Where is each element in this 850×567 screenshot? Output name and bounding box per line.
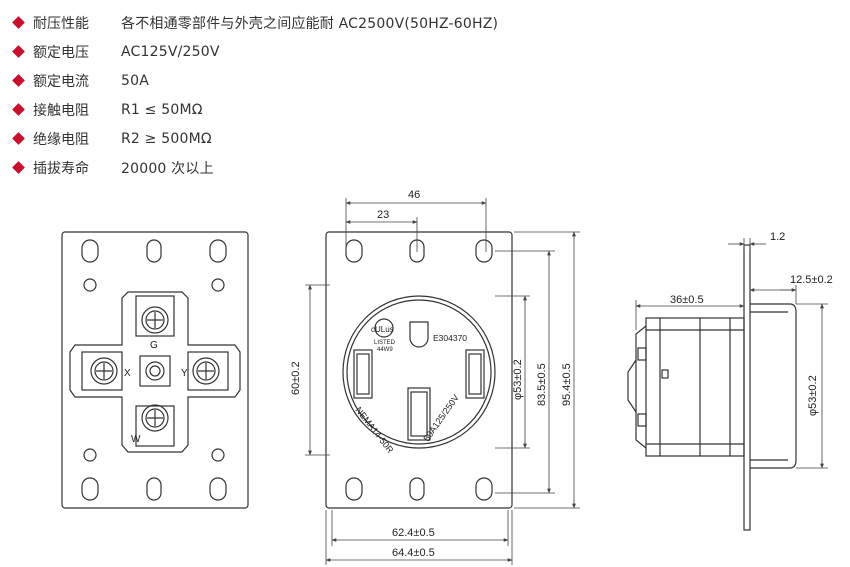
hot-slot-y-inner bbox=[468, 353, 482, 395]
dim-83-5: 83.5±0.5 bbox=[536, 363, 548, 406]
dim-side-phi53: φ53±0.2 bbox=[807, 375, 819, 416]
mounting-slot bbox=[345, 239, 363, 263]
screw-hole bbox=[211, 278, 225, 292]
screw-icon bbox=[90, 357, 118, 385]
spec-item-rated-voltage: 额定电压 AC125V/250V bbox=[10, 37, 498, 66]
terminal-block bbox=[135, 295, 175, 337]
spec-value: R1 ≤ 50MΩ bbox=[121, 101, 203, 118]
mounting-slot bbox=[475, 239, 493, 263]
screw-icon bbox=[141, 404, 169, 432]
screw-icon bbox=[192, 357, 220, 385]
hot-slot-y bbox=[465, 349, 485, 399]
dim-1-2: 1.2 bbox=[770, 231, 785, 243]
front-dimension-lines bbox=[305, 198, 580, 565]
screw-hole bbox=[83, 278, 97, 292]
terminal-block bbox=[135, 405, 175, 447]
back-view bbox=[61, 231, 249, 509]
front-plate bbox=[325, 231, 513, 509]
screw-hole bbox=[83, 448, 97, 462]
spec-label: 额定电压 bbox=[33, 44, 89, 61]
spec-value: R2 ≥ 500MΩ bbox=[121, 130, 212, 147]
front-view bbox=[325, 231, 513, 509]
spec-item-withstand-voltage: 耐压性能 各不相通零部件与外壳之间应能耐 AC2500V(50HZ-60HZ) bbox=[10, 8, 498, 37]
screw-icon bbox=[141, 306, 169, 334]
center-block bbox=[139, 355, 171, 387]
terminal-block bbox=[81, 351, 123, 391]
file-number: E304370 bbox=[433, 333, 467, 343]
spec-list: 耐压性能 各不相通零部件与外壳之间应能耐 AC2500V(50HZ-60HZ) … bbox=[10, 8, 498, 182]
spec-value: 20000 次以上 bbox=[121, 160, 214, 177]
screw-hole bbox=[211, 448, 225, 462]
mounting-slot bbox=[209, 477, 227, 501]
spec-value: 各不相通零部件与外壳之间应能耐 AC2500V(50HZ-60HZ) bbox=[121, 15, 499, 32]
dim-95-4: 95.4±0.5 bbox=[561, 363, 573, 406]
mounting-slot bbox=[146, 239, 162, 263]
side-dimension-lines bbox=[635, 238, 828, 469]
terminal-label-y: Y bbox=[181, 368, 188, 379]
terminal-label-x: X bbox=[124, 368, 131, 379]
mounting-slot bbox=[345, 477, 363, 501]
spec-label: 绝缘电阻 bbox=[33, 131, 89, 148]
receptacle-face-inner bbox=[346, 299, 492, 445]
hot-slot-x-inner bbox=[356, 353, 370, 395]
terminal-block bbox=[187, 351, 229, 391]
terminal-cross-body bbox=[69, 291, 241, 453]
spec-item-rated-current: 额定电流 50A bbox=[10, 66, 498, 95]
ul-certification-icon bbox=[374, 318, 394, 338]
receptacle-face bbox=[342, 295, 496, 449]
mounting-strap bbox=[743, 244, 751, 531]
spec-value: 50A bbox=[121, 72, 149, 89]
terminal-cap bbox=[635, 325, 647, 449]
spec-label: 插拔寿命 bbox=[33, 160, 89, 177]
mounting-slot bbox=[409, 477, 425, 501]
dim-62-4: 62.4±0.5 bbox=[392, 527, 435, 539]
terminal-label-w: W bbox=[131, 434, 141, 445]
dim-12-5: 12.5±0.2 bbox=[790, 274, 833, 286]
mounting-slot bbox=[209, 239, 227, 263]
center-hole bbox=[145, 361, 165, 381]
hot-slot-x bbox=[353, 349, 373, 399]
spec-value: AC125V/250V bbox=[121, 43, 220, 60]
cert-mark: cULus bbox=[371, 325, 394, 334]
model-label: NEMA14-50R bbox=[353, 405, 395, 455]
dim-60: 60±0.2 bbox=[290, 361, 302, 395]
receptacle-body bbox=[645, 317, 745, 457]
spec-label: 接触电阻 bbox=[33, 102, 89, 119]
ground-slot bbox=[409, 321, 429, 348]
mounting-slot bbox=[146, 477, 162, 501]
receptacle-front bbox=[750, 303, 797, 469]
dim-64-4: 64.4±0.5 bbox=[392, 547, 435, 559]
side-view bbox=[627, 244, 797, 531]
mounting-slot bbox=[81, 239, 99, 263]
dim-36: 36±0.5 bbox=[670, 294, 704, 306]
center-hole-inner bbox=[149, 365, 161, 377]
neutral-slot bbox=[407, 387, 431, 441]
spec-label: 耐压性能 bbox=[33, 15, 89, 32]
back-plate bbox=[61, 231, 249, 509]
neutral-slot-inner bbox=[410, 391, 428, 437]
spec-label: 额定电流 bbox=[33, 73, 89, 90]
spec-item-insertion-life: 插拔寿命 20000 次以上 bbox=[10, 153, 498, 182]
listed-label: LISTED bbox=[374, 340, 396, 346]
dim-23: 23 bbox=[377, 209, 389, 221]
mounting-slot bbox=[475, 477, 493, 501]
terminal-label-g: G bbox=[150, 340, 158, 351]
mounting-slot bbox=[81, 477, 99, 501]
dim-phi53: φ53±0.2 bbox=[512, 359, 524, 400]
spec-item-insulation-resistance: 绝缘电阻 R2 ≥ 500MΩ bbox=[10, 124, 498, 153]
spec-item-contact-resistance: 接触电阻 R1 ≤ 50MΩ bbox=[10, 95, 498, 124]
listed-code: 44W9 bbox=[377, 347, 393, 353]
dim-46: 46 bbox=[408, 189, 420, 201]
